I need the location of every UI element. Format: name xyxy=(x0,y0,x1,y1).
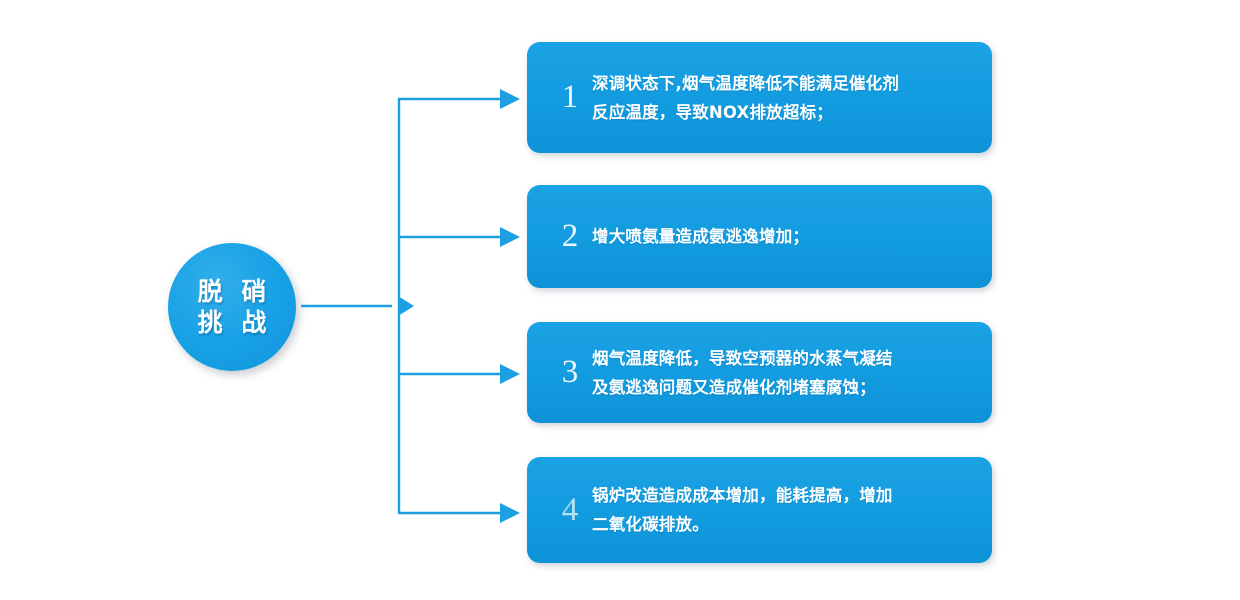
challenge-card-3[interactable]: 3 烟气温度降低，导致空预器的水蒸气凝结 及氨逃逸问题又造成催化剂堵塞腐蚀； xyxy=(527,322,992,423)
card-text-line: 及氨逃逸问题又造成催化剂堵塞腐蚀； xyxy=(592,377,876,397)
card-number-3: 3 xyxy=(561,354,579,390)
card-text-line: 深调状态下,烟气温度降低不能满足催化剂 xyxy=(592,73,900,93)
card-text-3: 烟气温度降低，导致空预器的水蒸气凝结 及氨逃逸问题又造成催化剂堵塞腐蚀； xyxy=(592,344,893,402)
challenge-card-4[interactable]: 4 锅炉改造造成成本增加，能耗提高，增加 二氧化碳排放。 xyxy=(527,457,992,563)
card-text-2: 增大喷氨量造成氨逃逸增加； xyxy=(592,222,809,251)
arrowhead-2 xyxy=(500,227,520,247)
hub-node[interactable]: 脱 硝 挑 战 xyxy=(168,243,296,371)
card-text-line: 反应温度，导致NOX排放超标； xyxy=(592,102,833,122)
card-text-line: 烟气温度降低，导致空预器的水蒸气凝结 xyxy=(592,348,893,368)
card-text-4: 锅炉改造造成成本增加，能耗提高，增加 二氧化碳排放。 xyxy=(592,481,893,539)
arrowhead-3 xyxy=(500,364,520,384)
arrowhead-1 xyxy=(500,89,520,109)
card-text-1: 深调状态下,烟气温度降低不能满足催化剂 反应温度，导致NOX排放超标； xyxy=(592,69,899,127)
card-text-line: 增大喷氨量造成氨逃逸增加； xyxy=(592,227,810,246)
card-text-line: 二氧化碳排放。 xyxy=(592,515,709,534)
card-text-line: 锅炉改造造成成本增加，能耗提高，增加 xyxy=(592,486,893,505)
challenge-card-2[interactable]: 2 增大喷氨量造成氨逃逸增加； xyxy=(527,185,992,288)
card-number-4: 4 xyxy=(561,491,579,528)
hub-label-line-1: 脱 硝 xyxy=(197,277,272,306)
arrowhead-hub xyxy=(398,296,414,316)
card-number-1: 1 xyxy=(561,79,579,115)
card-number-2: 2 xyxy=(561,218,579,254)
challenge-card-1[interactable]: 1 深调状态下,烟气温度降低不能满足催化剂 反应温度，导致NOX排放超标； xyxy=(527,42,992,153)
arrowhead-4 xyxy=(500,503,520,523)
hub-label-line-2: 挑 战 xyxy=(197,308,272,337)
